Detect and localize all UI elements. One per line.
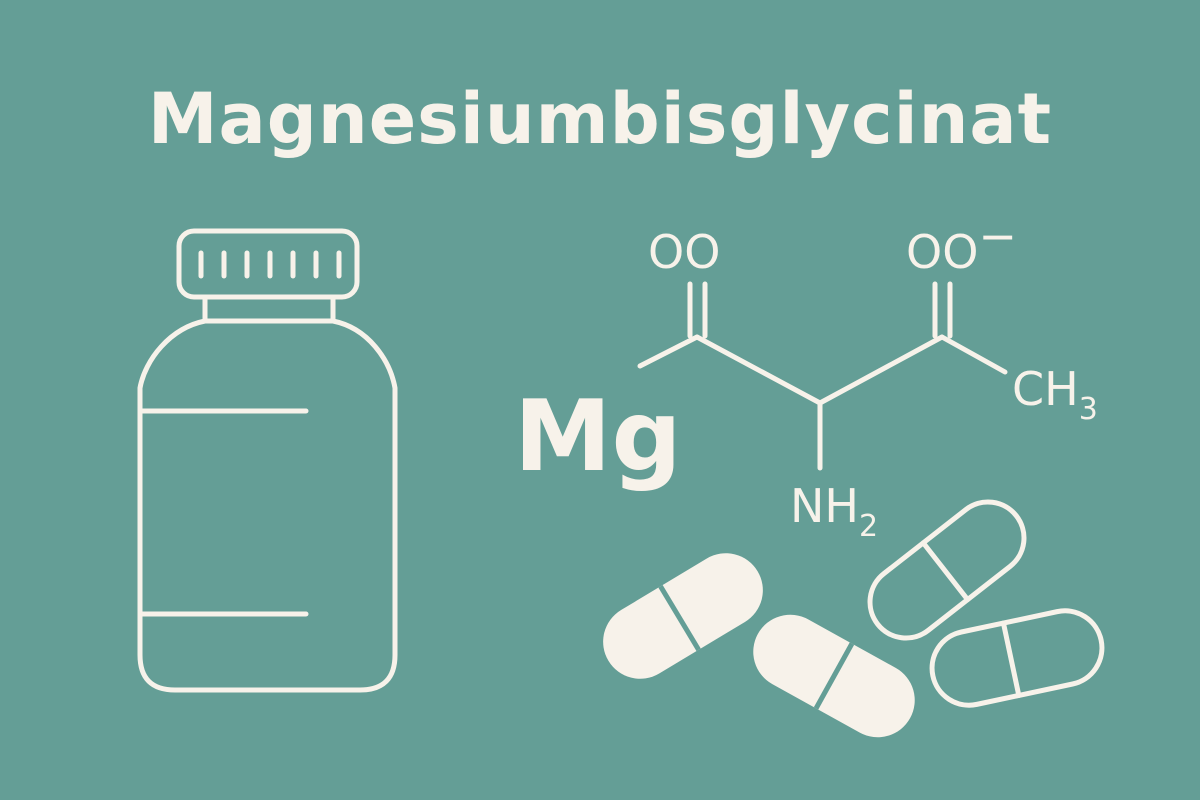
cap-grip-lines (198, 250, 342, 279)
right-carboxyl-label: OO− (906, 209, 1017, 279)
left-carboxyl-label: OO (648, 225, 720, 279)
right-carboxyl-text: OO (906, 225, 978, 279)
capsule-icon (867, 499, 1027, 641)
charge-label: − (978, 209, 1017, 263)
methyl-subscript: 3 (1079, 392, 1098, 427)
amine-label: NH2 (790, 479, 878, 544)
capsule-icon (929, 608, 1105, 708)
glycinate-structure: OO OO− CH3 NH2 Mg (514, 209, 1098, 544)
bottle-body (137, 318, 398, 693)
structure-bonds (637, 281, 1008, 471)
capsule-icon (603, 553, 763, 679)
supplement-bottle-icon (137, 228, 398, 693)
magnesium-symbol: Mg (514, 380, 682, 494)
amine-subscript: 2 (859, 509, 878, 544)
methyl-label: CH3 (1012, 362, 1098, 427)
capsule-icon (753, 614, 915, 738)
methyl-text: CH (1012, 362, 1079, 416)
bottle-neck (202, 294, 336, 324)
page-title: Magnesiumbisglycinat (147, 78, 1053, 160)
amine-text: NH (790, 479, 859, 533)
